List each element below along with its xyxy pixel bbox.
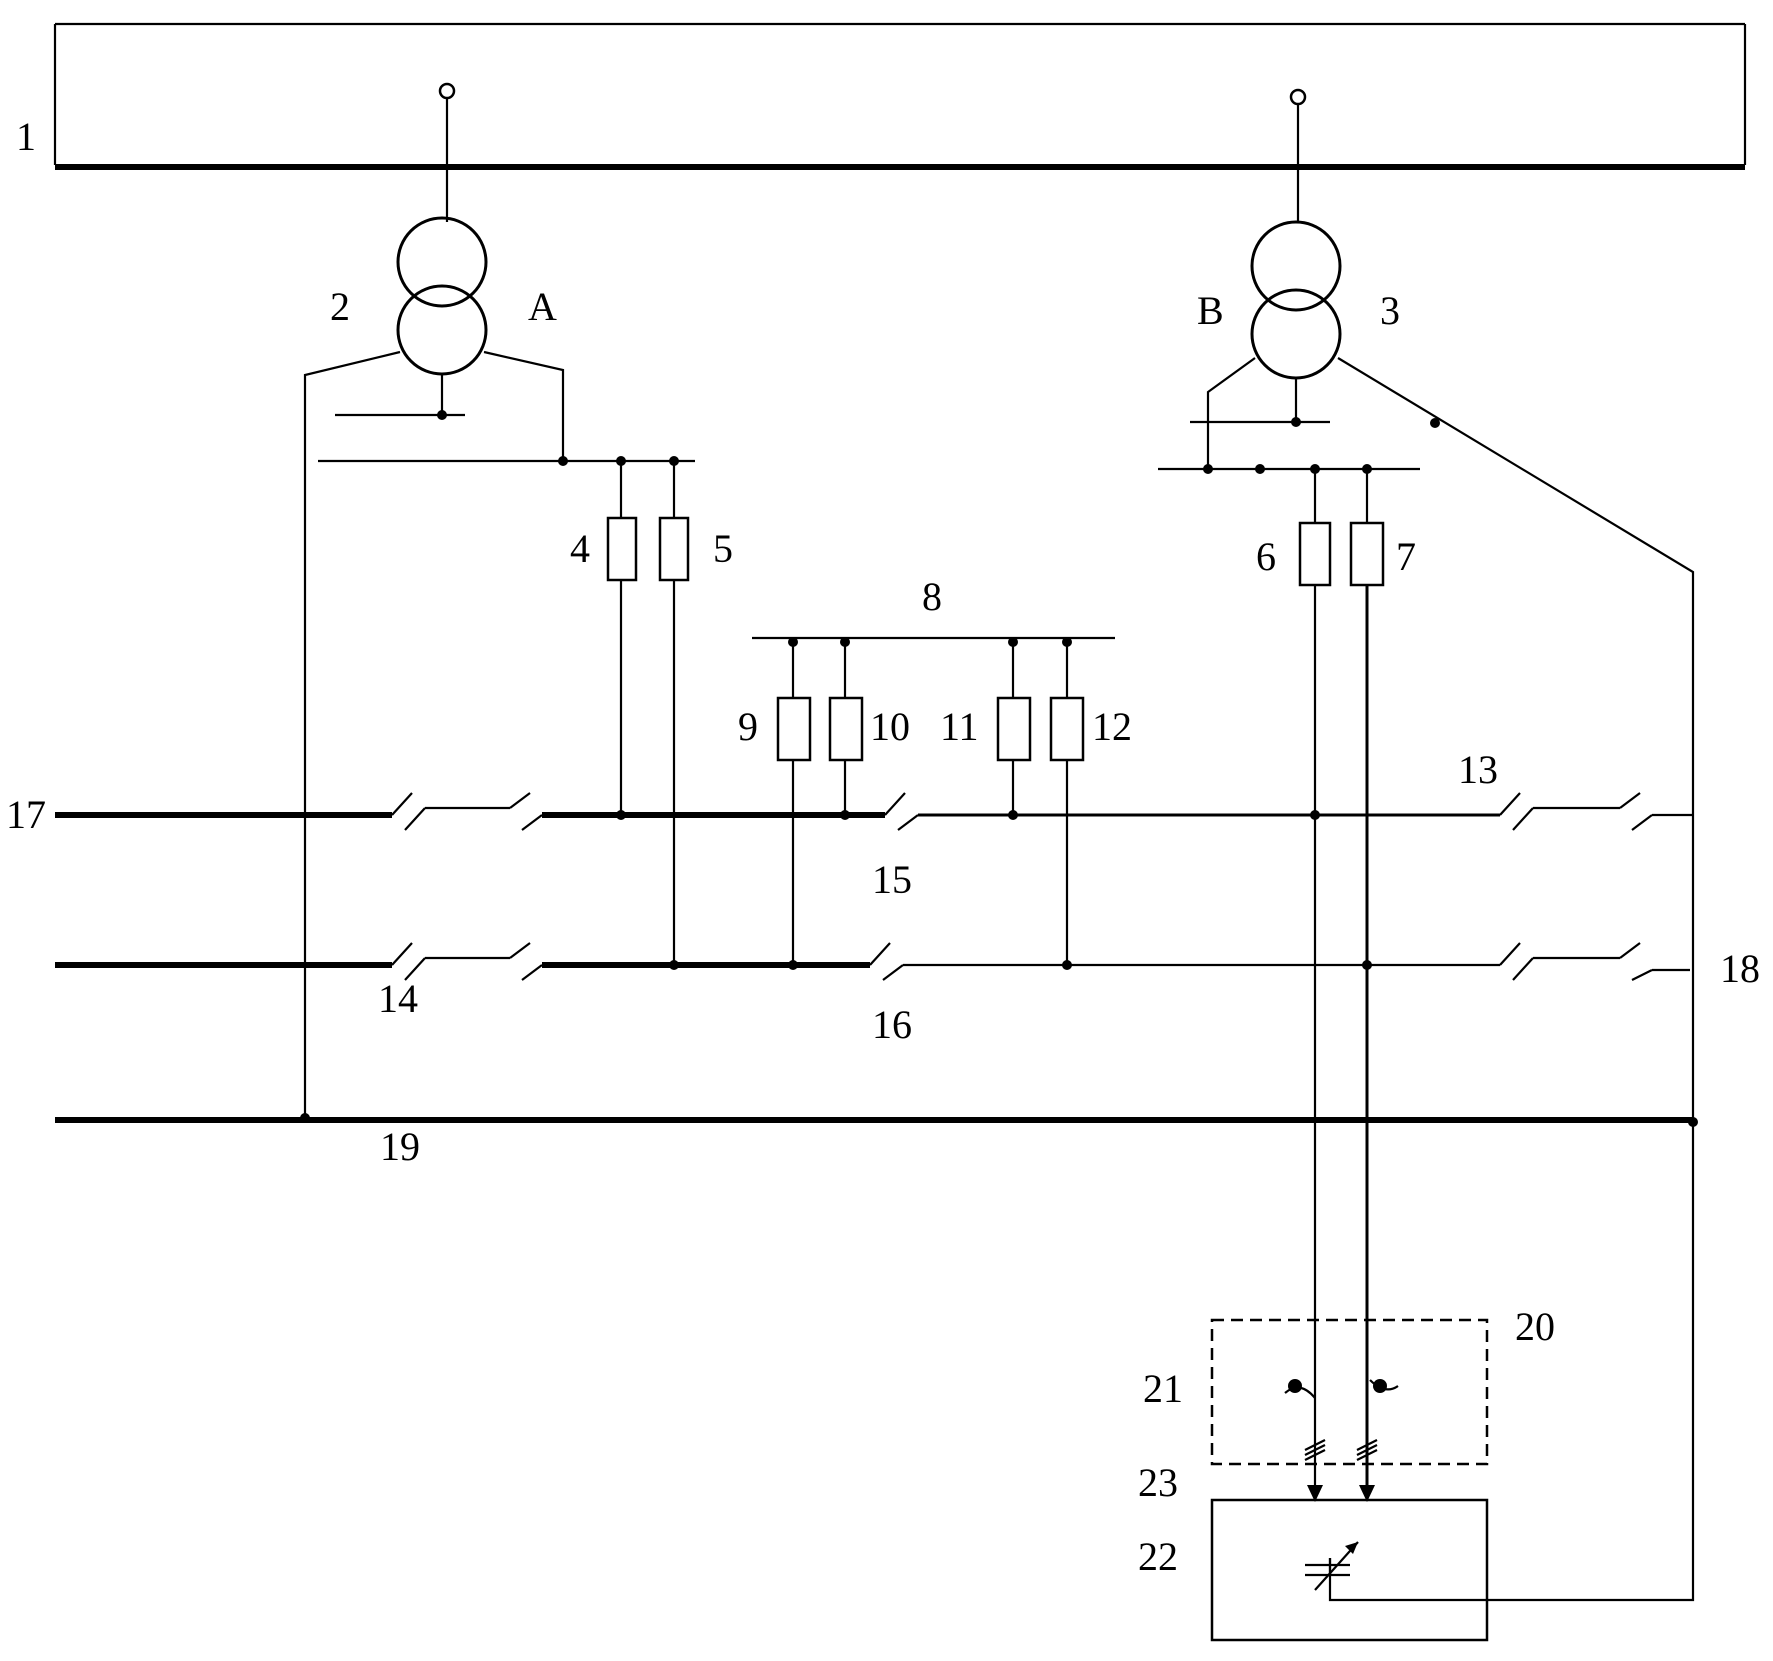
measuring-unit-20 — [1210, 1318, 1489, 1466]
label-3: 3 — [1380, 288, 1400, 333]
label-13: 13 — [1458, 747, 1498, 792]
label-17: 17 — [6, 792, 46, 837]
label-B: B — [1197, 288, 1224, 333]
label-10: 10 — [870, 704, 910, 749]
resistor-10 — [828, 642, 864, 815]
label-18: 18 — [1720, 946, 1760, 991]
label-1: 1 — [16, 114, 36, 159]
rail-line-19 — [55, 1113, 1698, 1127]
lv-bus-a — [318, 456, 695, 466]
resistor-12 — [1049, 642, 1085, 965]
label-21: 21 — [1143, 1366, 1183, 1411]
bus-8 — [752, 636, 1115, 647]
label-9: 9 — [738, 704, 758, 749]
label-4: 4 — [570, 526, 590, 571]
label-23: 23 — [1138, 1460, 1178, 1505]
label-14: 14 — [378, 976, 418, 1021]
resistor-11 — [996, 642, 1032, 815]
lv-bus-b — [1158, 464, 1420, 474]
resistor-9 — [776, 642, 812, 965]
transformer-a — [303, 82, 565, 1118]
label-12: 12 — [1092, 704, 1132, 749]
contact-line-upper — [55, 792, 1693, 831]
label-11: 11 — [940, 704, 979, 749]
resistor-5 — [658, 461, 690, 965]
label-16: 16 — [872, 1002, 912, 1047]
label-8: 8 — [922, 574, 942, 619]
variable-capacitor-22 — [1210, 1498, 1489, 1642]
label-6: 6 — [1256, 534, 1276, 579]
label-15: 15 — [872, 857, 912, 902]
hv-bus-1 — [53, 22, 1747, 170]
label-5: 5 — [713, 526, 733, 571]
resistor-6 — [1298, 469, 1332, 1502]
label-19: 19 — [380, 1124, 420, 1169]
label-7: 7 — [1396, 534, 1416, 579]
label-A: A — [528, 284, 557, 329]
label-2: 2 — [330, 284, 350, 329]
resistor-7 — [1349, 469, 1385, 1502]
transformer-b — [1190, 88, 1695, 1602]
labels: 1 2 A B 3 4 5 6 7 8 9 10 11 12 13 14 15 … — [6, 114, 1760, 1579]
label-20: 20 — [1515, 1304, 1555, 1349]
resistor-4 — [606, 461, 638, 815]
contact-line-lower — [55, 942, 1690, 981]
label-22: 22 — [1138, 1534, 1178, 1579]
